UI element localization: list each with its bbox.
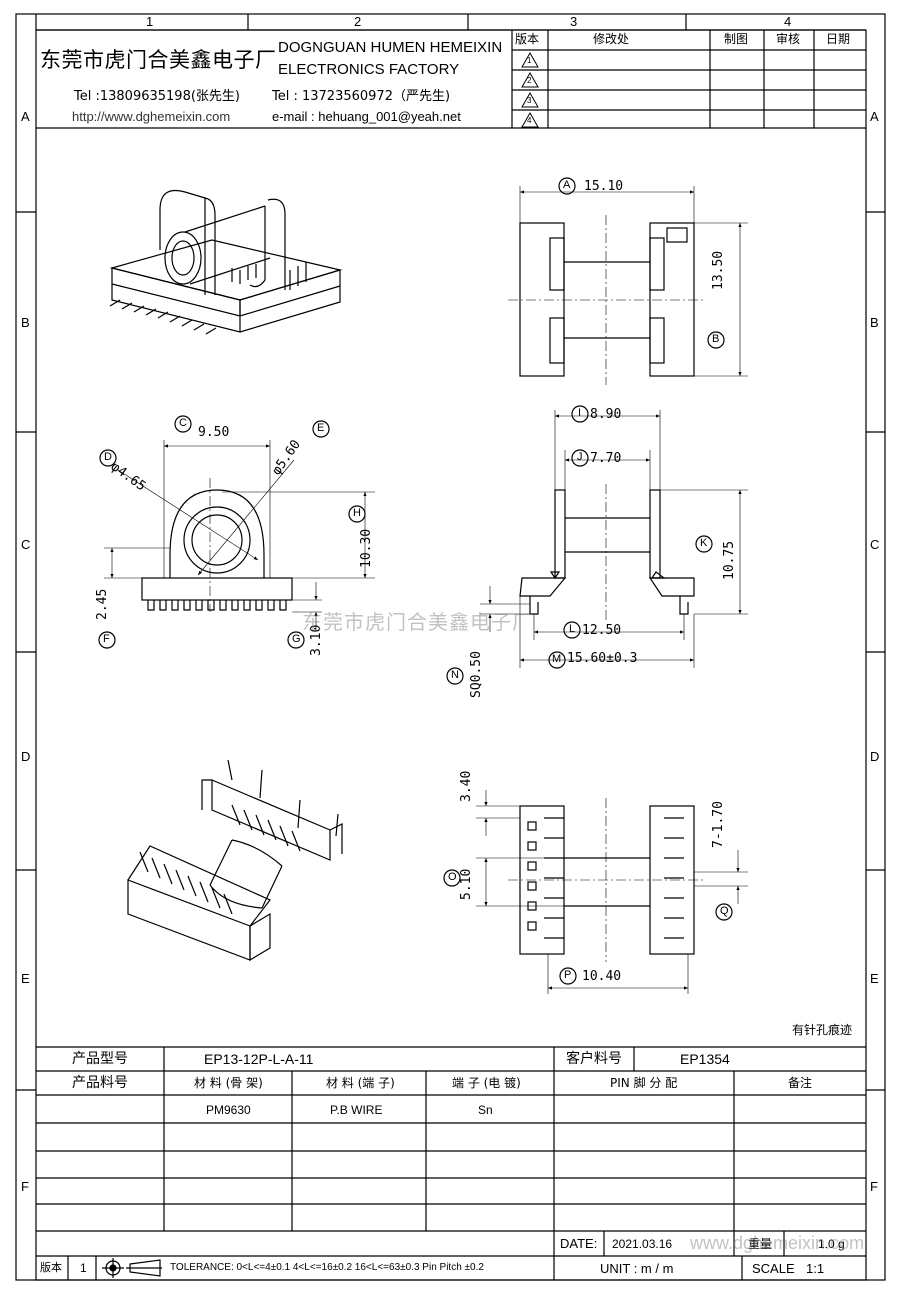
dim-n-value: SQ0.50 [469, 651, 484, 698]
zone-col-3: 3 [570, 14, 578, 29]
isometric-view-bottom [127, 759, 343, 962]
unit-text: UNIT : m / m [600, 1261, 674, 1276]
callout-c: C [179, 417, 187, 429]
callout-a: A [563, 179, 571, 191]
date-value: 2021.03.16 [612, 1237, 673, 1251]
callout-b: B [712, 333, 720, 345]
dim-i-value: 8.90 [590, 407, 622, 422]
value-terminal-plating: Sn [478, 1103, 493, 1117]
dim-h-value: 10.30 [359, 528, 374, 568]
company-name-cn: 东莞市虎门合美鑫电子厂 [40, 48, 277, 72]
rev-2: 2 [527, 76, 532, 85]
side-view [446, 405, 748, 685]
rev-header-version: 版本 [515, 32, 540, 46]
header-terminal-plating: 端 子 (电 镀) [452, 1076, 521, 1090]
product-no-label: 产品料号 [72, 1075, 128, 1091]
zone-row-b-left: B [21, 315, 30, 330]
callout-i: I [578, 407, 582, 419]
header-remarks: 备注 [788, 1076, 813, 1090]
company-name-en-2: ELECTRONICS FACTORY [278, 61, 460, 78]
product-model-label: 产品型号 [72, 1051, 128, 1067]
header-material-terminal: 材 料 (端 子) [326, 1076, 395, 1090]
zone-row-f-left: F [21, 1179, 29, 1194]
callout-p: P [564, 969, 572, 981]
callout-o: O [448, 871, 457, 883]
callout-q: Q [720, 905, 729, 917]
zone-row-a-right: A [870, 109, 879, 124]
dim-m-value: 15.60±0.3 [567, 651, 638, 666]
rev-3: 3 [527, 96, 532, 105]
rev-header-change: 修改处 [593, 32, 630, 46]
isometric-view-top [109, 189, 343, 335]
weight-value: 1.0 g [818, 1237, 845, 1251]
dim-o-top-value: 3.40 [459, 770, 474, 802]
version-label: 版本 [40, 1261, 62, 1274]
dim-l-value: 12.50 [582, 623, 622, 638]
front-view [98, 415, 375, 649]
scale-label: SCALE [752, 1261, 795, 1276]
customer-no-value: EP1354 [680, 1051, 730, 1067]
zone-row-f-right: F [870, 1179, 878, 1194]
zone-col-2: 2 [354, 14, 362, 29]
product-model-value: EP13-12P-L-A-11 [204, 1051, 314, 1067]
header-pin-assignment: PIN 脚 分 配 [610, 1076, 678, 1090]
dim-j-value: 7.70 [590, 451, 622, 466]
rev-header-checked: 审核 [776, 32, 801, 46]
weight-label: 重量 [748, 1237, 773, 1251]
callout-n: N [451, 669, 459, 681]
zone-col-4: 4 [784, 14, 792, 29]
bottom-view [443, 790, 748, 994]
callout-m: M [552, 653, 562, 665]
zone-row-e-left: E [21, 971, 30, 986]
rev-header-date: 日期 [826, 32, 851, 46]
footer-watermark: www.dghemeixin.com [690, 1233, 865, 1253]
zone-row-d-right: D [870, 749, 880, 764]
callout-j: J [577, 451, 583, 463]
company-website[interactable]: http://www.dghemeixin.com [72, 109, 231, 124]
dim-f-value: 2.45 [95, 588, 110, 620]
dim-o-value: 5.10 [459, 868, 474, 900]
callout-g: G [292, 633, 301, 645]
callout-h: H [353, 507, 361, 519]
top-view [508, 177, 748, 385]
tolerance-text: TOLERANCE: 0<L<=4±0.1 4<L<=16±0.2 16<L<=… [170, 1262, 484, 1273]
dim-b-value: 13.50 [711, 250, 726, 290]
zone-row-d-left: D [21, 749, 31, 764]
zone-row-b-right: B [870, 315, 879, 330]
dim-p-value: 10.40 [582, 969, 622, 984]
value-material-terminal: P.B WIRE [330, 1103, 383, 1117]
value-material-frame: PM9630 [206, 1103, 251, 1117]
company-tel-1: Tel :13809635198(张先生) [74, 89, 240, 104]
zone-row-c-right: C [870, 537, 880, 552]
zone-row-e-right: E [870, 971, 879, 986]
dim-k-value: 10.75 [722, 540, 737, 580]
rev-header-drawn: 制图 [724, 32, 749, 46]
note-pin-trace: 有针孔痕迹 [792, 1023, 853, 1037]
dim-a-value: 15.10 [584, 179, 624, 194]
company-email[interactable]: e-mail : hehuang_001@yeah.net [272, 109, 461, 124]
version-value: 1 [80, 1261, 87, 1275]
dim-c-value: 9.50 [198, 425, 230, 440]
zone-col-1: 1 [146, 14, 154, 29]
company-tel-2: Tel : 13723560972（严先生) [272, 89, 451, 104]
rev-4: 4 [527, 116, 532, 125]
callout-k: K [700, 537, 708, 549]
callout-d: D [104, 451, 112, 463]
customer-no-label: 客户料号 [566, 1051, 622, 1067]
rev-1: 1 [527, 56, 532, 65]
scale-value: 1:1 [806, 1261, 825, 1276]
zone-row-c-left: C [21, 537, 31, 552]
date-label: DATE: [560, 1236, 598, 1251]
watermark-text: 东莞市虎门合美鑫电子厂 [302, 610, 533, 634]
callout-e: E [317, 422, 325, 434]
header-material-frame: 材 料 (骨 架) [194, 1076, 263, 1090]
company-name-en-1: DOGNGUAN HUMEN HEMEIXIN [278, 39, 503, 56]
dim-q-value: 7-1.70 [711, 801, 726, 848]
zone-row-a-left: A [21, 109, 30, 124]
callout-f: F [103, 633, 110, 645]
callout-l: L [569, 623, 576, 635]
